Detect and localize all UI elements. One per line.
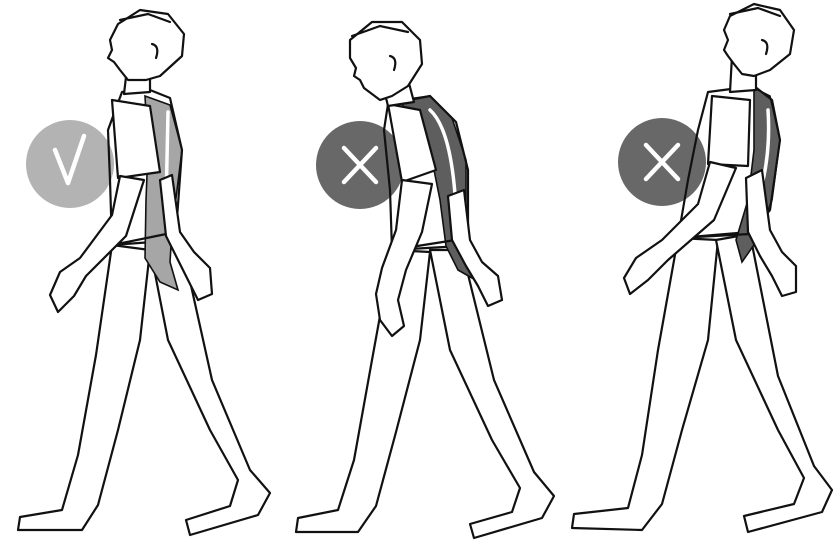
figure-arched-posture <box>558 0 836 548</box>
figure-good-posture <box>0 0 280 548</box>
figure-slouched-posture <box>280 0 558 548</box>
good-posture-badge <box>26 120 114 208</box>
